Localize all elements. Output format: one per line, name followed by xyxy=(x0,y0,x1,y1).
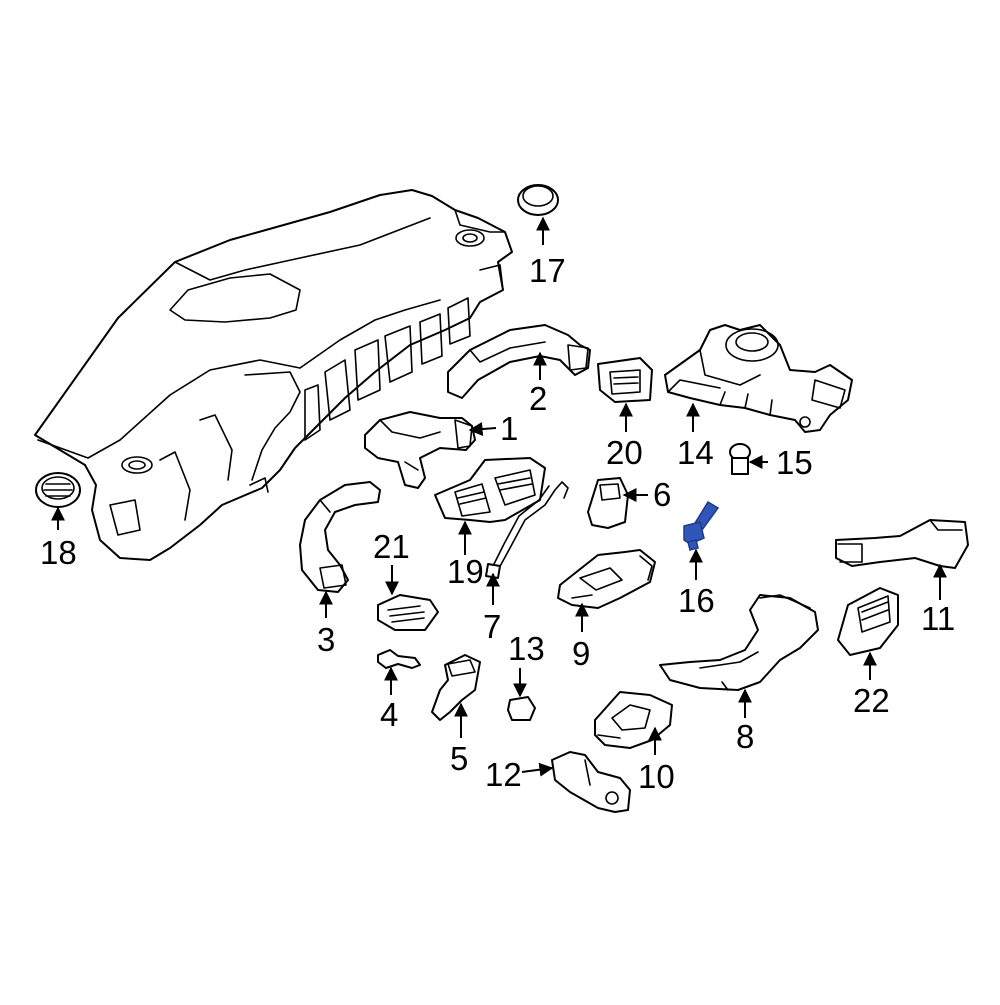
label-part-22[interactable]: 22 xyxy=(853,682,890,719)
part-8-duct[interactable] xyxy=(659,594,819,691)
label-part-11[interactable]: 11 xyxy=(921,600,955,637)
label-part-18[interactable]: 18 xyxy=(40,534,77,571)
instrument-panel-part[interactable] xyxy=(34,189,513,561)
part-16-highlighted-sensor[interactable] xyxy=(683,500,720,551)
label-part-10[interactable]: 10 xyxy=(638,758,675,795)
label-part-7[interactable]: 7 xyxy=(483,608,501,645)
label-part-4[interactable]: 4 xyxy=(380,696,398,733)
part-12-bracket[interactable] xyxy=(551,751,631,813)
part-13-clip[interactable] xyxy=(507,696,536,721)
part-1-duct[interactable] xyxy=(364,411,476,489)
part-20-vent[interactable] xyxy=(597,357,653,403)
label-part-13[interactable]: 13 xyxy=(508,630,545,667)
label-part-20[interactable]: 20 xyxy=(606,434,643,471)
label-part-21[interactable]: 21 xyxy=(373,528,410,565)
part-2-duct[interactable] xyxy=(447,324,591,399)
part-18-round-vent[interactable] xyxy=(35,472,81,508)
part-11-duct[interactable] xyxy=(835,519,969,569)
label-part-12[interactable]: 12 xyxy=(485,756,522,793)
part-14-hvac-module[interactable] xyxy=(664,324,853,433)
label-part-5[interactable]: 5 xyxy=(450,740,468,777)
callout-arrows xyxy=(51,216,947,777)
part-5-duct[interactable] xyxy=(431,654,481,721)
callout-labels: 1 2 3 4 5 6 7 8 9 10 11 12 13 14 15 16 1… xyxy=(40,252,955,795)
label-part-6[interactable]: 6 xyxy=(653,476,671,513)
part-9-duct[interactable] xyxy=(557,549,656,609)
label-part-17[interactable]: 17 xyxy=(529,252,566,289)
part-19-vent-assembly[interactable] xyxy=(434,457,546,523)
label-part-8[interactable]: 8 xyxy=(736,718,754,755)
part-21-vent[interactable] xyxy=(377,594,439,631)
label-part-16[interactable]: 16 xyxy=(678,582,715,619)
label-part-3[interactable]: 3 xyxy=(317,621,335,658)
part-4-clip[interactable] xyxy=(377,649,421,669)
part-10-housing[interactable] xyxy=(594,691,673,749)
part-6-duct[interactable] xyxy=(587,477,629,529)
label-part-2[interactable]: 2 xyxy=(529,380,547,417)
label-part-19[interactable]: 19 xyxy=(447,553,484,590)
label-part-1[interactable]: 1 xyxy=(500,410,518,447)
part-3-duct[interactable] xyxy=(299,481,381,593)
part-17-round-cap[interactable] xyxy=(517,184,559,216)
label-part-14[interactable]: 14 xyxy=(677,434,714,471)
part-15-sensor[interactable] xyxy=(729,443,751,475)
part-22-vent[interactable] xyxy=(837,587,899,656)
label-part-15[interactable]: 15 xyxy=(776,444,813,481)
label-part-9[interactable]: 9 xyxy=(572,635,590,672)
